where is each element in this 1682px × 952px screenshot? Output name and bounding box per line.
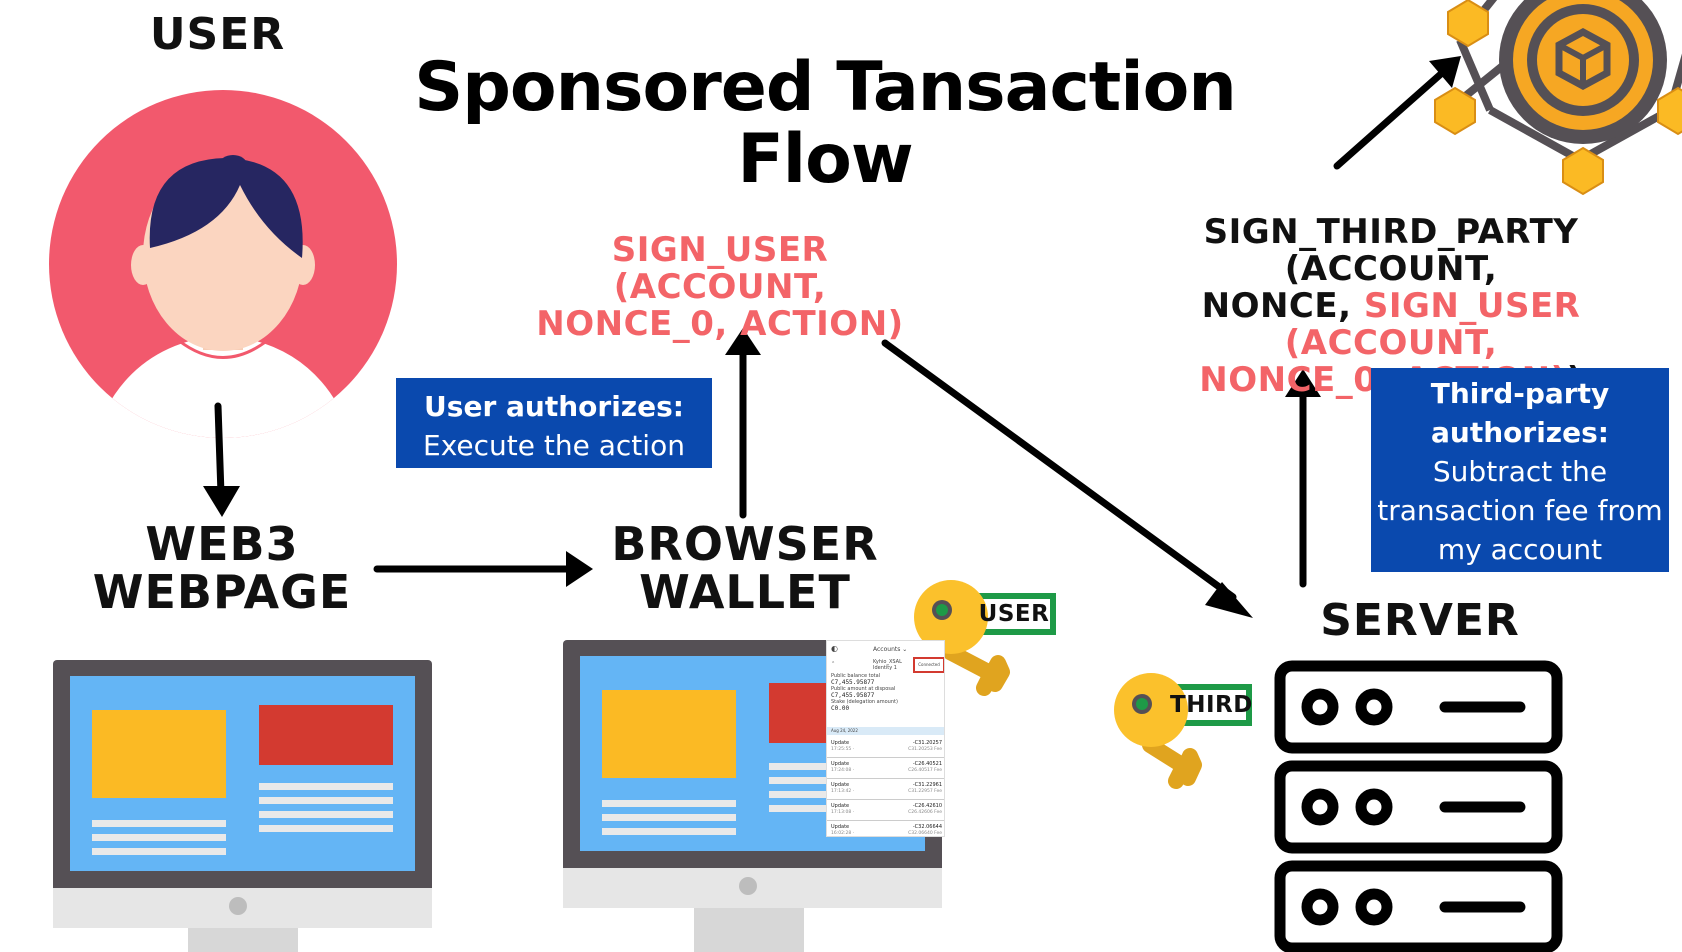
user-label: USER: [149, 9, 286, 60]
transaction-fee: C32.06640 Fee: [908, 831, 942, 836]
transaction-type: Update: [831, 740, 850, 746]
title-line-1: Sponsored Tansaction: [414, 48, 1237, 127]
arrow-wallet-up: [725, 328, 761, 519]
web3-label-line-2: WEBPAGE: [92, 565, 352, 620]
web3-label-line-1: WEB3: [145, 517, 299, 571]
blockchain-icon: [1434, 0, 1682, 196]
user-authorizes-body: Execute the action: [423, 429, 685, 462]
user-authorizes-box: User authorizes: Execute the action: [396, 378, 712, 468]
server-label: SERVER: [1320, 595, 1520, 646]
web3-monitor-icon: [53, 660, 432, 952]
balance-label-2: Public amount at disposal: [831, 686, 896, 692]
transaction-amount: -C31.20257: [912, 740, 942, 746]
sign-third-nonce: NONCE,: [1201, 286, 1364, 326]
arrow-web3-to-wallet: [373, 551, 593, 587]
third-authorizes-heading-1: Third-party: [1430, 377, 1610, 410]
third-key-icon: [1114, 673, 1252, 789]
wallet-date-header: Aug 24, 2022: [827, 727, 944, 735]
balance-label-3: Stake (delegation amount): [831, 699, 898, 705]
wallet-identity-name: Identity 1: [873, 665, 897, 671]
browser-wallet-label: BROWSER WALLET: [610, 520, 880, 617]
server-icon: [1274, 660, 1563, 952]
transaction-time: 17:25:55 ·: [831, 747, 855, 752]
third-key-tag: THIRD: [1170, 692, 1253, 718]
third-authorizes-body-3: my account: [1437, 533, 1603, 566]
arrow-to-server: [881, 339, 1253, 618]
wallet-account-name: Kyhio_XSAL: [873, 659, 902, 665]
balance-value-2: C7,455.95877: [831, 692, 875, 699]
transaction-amount: -C31.22961: [912, 782, 942, 788]
wallet-popup: ◐ Accounts ⌄ ⌃ Kyhio_XSAL Identity 1 Con…: [826, 640, 945, 837]
wallet-label-line-2: WALLET: [639, 565, 851, 620]
wallet-accounts-menu[interactable]: Accounts ⌄: [873, 646, 908, 653]
diagram-title: Sponsored Tansaction Flow: [360, 52, 1290, 196]
transaction-amount: -C26.40521: [912, 761, 942, 767]
balance-value-3: C0.00: [831, 705, 850, 712]
transaction-time: 17:13:08 ·: [831, 810, 855, 815]
transaction-amount: -C26.42610: [912, 803, 942, 809]
transaction-type: Update: [831, 782, 850, 788]
sign-third-party-formula: SIGN_THIRD_PARTY (ACCOUNT, NONCE, SIGN_U…: [1100, 214, 1682, 399]
transaction-amount: -C32.06644: [912, 824, 942, 830]
transaction-time: 17:24:08 ·: [831, 768, 855, 773]
sign-user-line-2: NONCE_0, ACTION): [536, 304, 904, 344]
sign-third-line-2: NONCE, SIGN_USER (ACCOUNT,: [1100, 288, 1682, 362]
third-authorizes-heading-2: authorizes:: [1431, 416, 1609, 449]
user-key-icon: [914, 580, 1056, 696]
transaction-time: 16:02:28 ·: [831, 831, 855, 836]
sign-third-nested-sign-user: SIGN_USER (ACCOUNT,: [1284, 286, 1581, 363]
sign-user-line-1: SIGN_USER (ACCOUNT,: [611, 230, 829, 307]
wallet-label-line-1: BROWSER: [611, 517, 879, 571]
arrow-user-to-web3: [203, 402, 240, 517]
transaction-type: Update: [831, 803, 850, 809]
user-key-tag: USER: [978, 601, 1050, 627]
wallet-logo-icon: ◐: [831, 644, 838, 653]
transaction-fee: C26.42606 Fee: [908, 810, 942, 815]
balance-label-1: Public balance total: [831, 673, 881, 679]
user-avatar-icon: [49, 90, 397, 438]
transaction-type: Update: [831, 761, 850, 767]
third-party-authorizes-box: Third-party authorizes: Subtract the tra…: [1371, 368, 1669, 572]
sign-user-formula: SIGN_USER (ACCOUNT, NONCE_0, ACTION): [500, 232, 940, 343]
transaction-type: Update: [831, 824, 850, 830]
third-authorizes-body-2: transaction fee from: [1377, 494, 1663, 527]
sign-third-line-1: SIGN_THIRD_PARTY (ACCOUNT,: [1203, 212, 1579, 289]
transaction-fee: C31.20253 Fee: [908, 747, 942, 752]
transaction-fee: C31.22957 Fee: [908, 789, 942, 794]
transaction-time: 17:13:42 ·: [831, 789, 855, 794]
transaction-fee: C26.40517 Fee: [908, 768, 942, 773]
web3-webpage-label: WEB3 WEBPAGE: [92, 520, 352, 617]
user-authorizes-heading: User authorizes:: [424, 390, 684, 423]
wallet-connected-button[interactable]: Connected: [913, 657, 944, 673]
balance-value-1: C7,455.95877: [831, 679, 875, 686]
wallet-accounts-label: Accounts: [873, 646, 901, 653]
arrow-server-up: [1285, 369, 1321, 588]
title-line-2: Flow: [737, 120, 913, 199]
arrow-to-blockchain: [1333, 56, 1461, 170]
wallet-collapse-icon[interactable]: ⌃: [831, 661, 836, 667]
third-authorizes-body-1: Subtract the: [1432, 455, 1608, 488]
